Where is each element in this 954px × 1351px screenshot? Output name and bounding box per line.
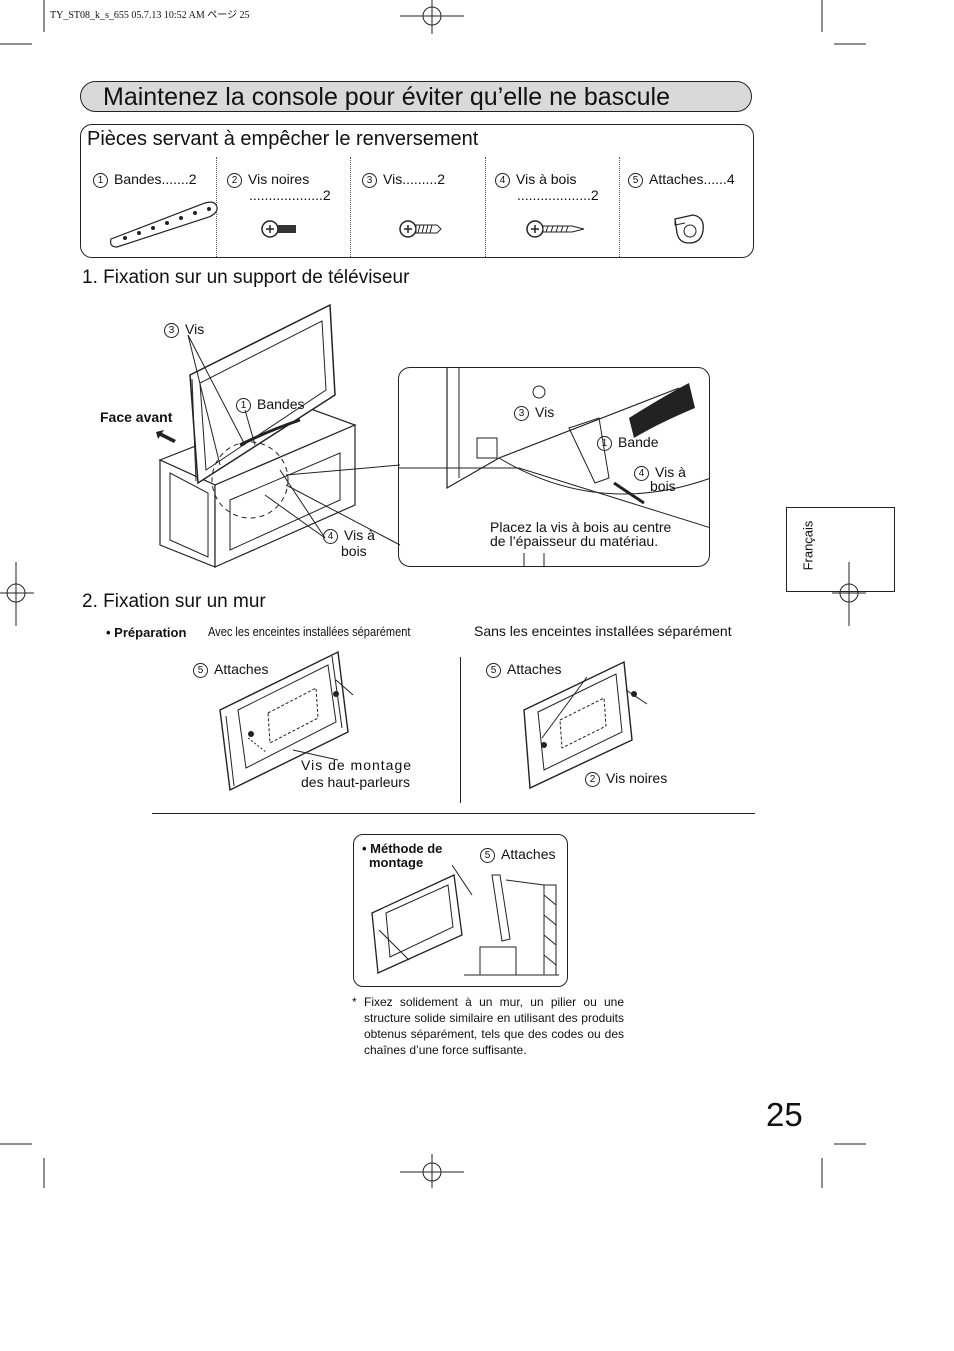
tv-on-stand-illustration <box>158 303 401 568</box>
language-tab: Français <box>786 507 895 592</box>
section1-title: 1. Fixation sur un support de téléviseur <box>82 267 410 288</box>
black-screw-icon <box>261 220 296 238</box>
page-title-bar: Maintenez la console pour éviter qu’elle… <box>80 81 752 112</box>
preparation-label: • Préparation <box>106 625 187 640</box>
parts-box: Pièces servant à empêcher le renversemen… <box>80 124 754 258</box>
registration-mark-left <box>0 562 34 626</box>
page-number: 25 <box>766 1096 803 1133</box>
method-title: • Méthode de <box>362 841 443 856</box>
registration-mark-top <box>400 0 464 34</box>
section2-title: 2. Fixation sur un mur <box>82 591 266 612</box>
clamp-icon <box>674 214 704 244</box>
label-wood-screw-2: bois <box>341 543 367 559</box>
registration-mark-right <box>832 562 866 626</box>
parts-title: Pièces servant à empêcher le renversemen… <box>87 128 479 150</box>
detail-label-wood-2: bois <box>650 478 676 494</box>
method-title-2: montage <box>369 855 424 870</box>
mounting-note: *Fixez solidement à un mur, un pilier ou… <box>352 995 624 1057</box>
wall-tv-without-speakers <box>523 660 648 790</box>
column-divider <box>460 657 461 803</box>
label-face-avant: Face avant <box>100 409 173 425</box>
language-tab-label: Français <box>800 520 816 571</box>
detail-zoom-box <box>398 367 710 567</box>
without-speakers-label: Sans les enceintes installées séparément <box>474 623 732 639</box>
wall-tv-with-speakers <box>219 650 354 792</box>
strap-icon <box>110 201 218 248</box>
page-title: Maintenez la console pour éviter qu’elle… <box>103 83 671 111</box>
detail-illustration <box>399 368 709 566</box>
detail-note-1: Placez la vis à bois au centre <box>490 519 672 535</box>
detail-note-2: de l’épaisseur du matériau. <box>490 533 659 549</box>
print-header-meta: TY_ST08_k_s_655 05.7.13 10:52 AM ページ 25 <box>50 10 250 21</box>
left-label-screws-2: des haut-parleurs <box>301 774 410 790</box>
registration-mark-bottom <box>400 1154 464 1188</box>
with-speakers-label: Avec les enceintes installées séparément <box>208 624 411 639</box>
front-arrow-icon <box>156 430 176 443</box>
left-label-screws: Vis de montage <box>301 757 413 773</box>
wood-screw-icon <box>526 220 585 238</box>
method-illustration <box>371 864 559 976</box>
screw-icon <box>399 220 442 238</box>
section-divider <box>152 813 755 814</box>
